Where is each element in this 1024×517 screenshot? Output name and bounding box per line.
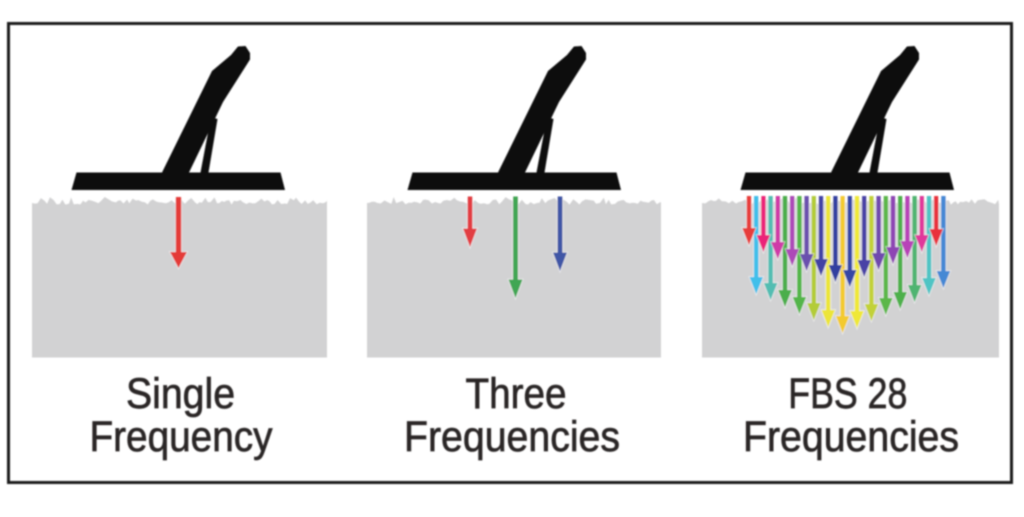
svg-text:Frequencies: Frequencies — [743, 413, 959, 461]
svg-text:Three: Three — [466, 370, 567, 418]
svg-text:Single: Single — [126, 370, 235, 418]
svg-text:Frequency: Frequency — [90, 413, 273, 461]
svg-text:FBS 28: FBS 28 — [788, 370, 907, 418]
svg-text:Frequencies: Frequencies — [404, 413, 620, 461]
